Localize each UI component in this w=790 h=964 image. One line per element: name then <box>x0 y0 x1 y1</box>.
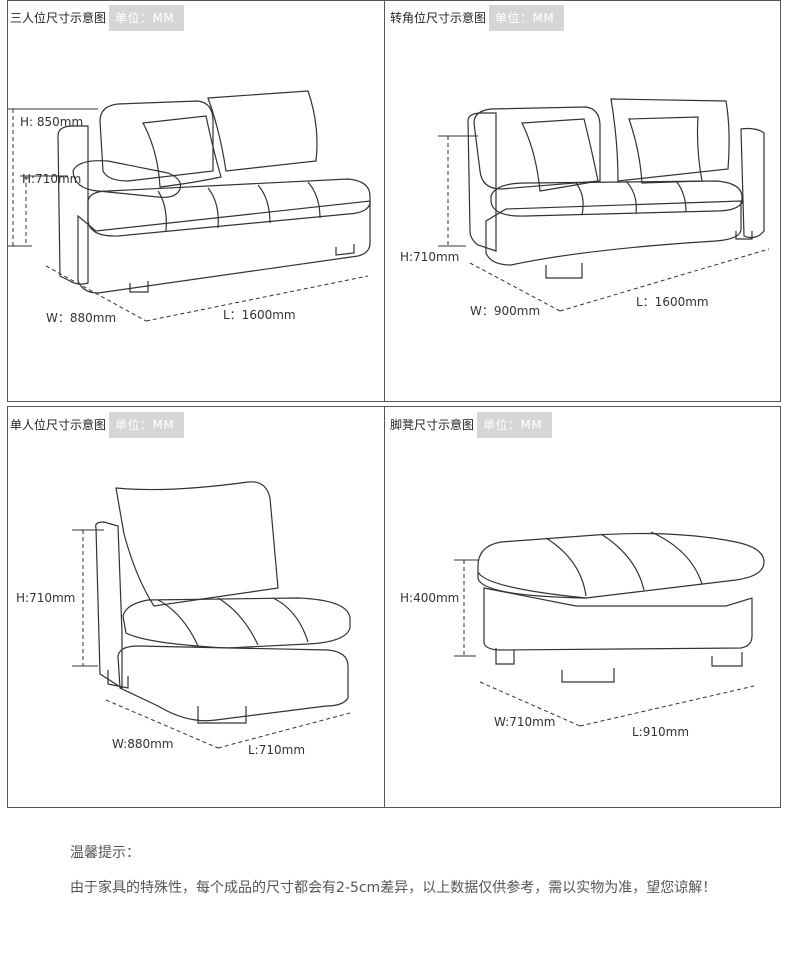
dim-height-850: H: 850mm <box>20 115 83 129</box>
panel-three-seat-header: 三人位尺寸示意图 单位：MM <box>8 5 185 31</box>
dim-length: L：1600mm <box>223 308 296 322</box>
panel-title: 单人位尺寸示意图 <box>8 412 110 438</box>
dim-width: W:880mm <box>112 737 174 751</box>
foot <box>107 670 129 689</box>
panel-single-seat-header: 单人位尺寸示意图 单位：MM <box>8 412 185 438</box>
unit-badge: 单位：MM <box>489 5 565 31</box>
sofa-back <box>473 106 601 190</box>
length-line <box>145 275 369 322</box>
right-arm <box>740 127 765 239</box>
width-line <box>479 681 581 727</box>
foot <box>495 648 515 665</box>
length-line <box>559 248 770 312</box>
dim-length: L:910mm <box>632 725 689 739</box>
seat-cushion <box>490 180 743 217</box>
dim-length: L:710mm <box>248 743 305 757</box>
seat-stitch-lines <box>157 181 321 232</box>
back-pillow <box>207 90 318 172</box>
foot <box>545 263 583 279</box>
tips-body: 由于家具的特殊性，每个成品的尺寸都会有2-5cm差异，以上数据仅供参考，需以实物… <box>70 880 717 896</box>
width-line <box>45 265 147 322</box>
left-post <box>467 112 497 252</box>
dim-width: W：880mm <box>46 311 116 325</box>
width-line <box>469 262 561 312</box>
ottoman-cushion <box>477 532 765 599</box>
front-pillow <box>628 116 703 184</box>
seat-cushion <box>122 597 351 649</box>
panel-corner-header: 转角位尺寸示意图 单位：MM <box>388 5 565 31</box>
foot <box>335 244 355 256</box>
dim-width: W:710mm <box>494 715 556 729</box>
seat-stitch-lines <box>157 597 309 647</box>
panel-title: 转角位尺寸示意图 <box>388 5 490 31</box>
ottoman-diagram: H:400mm W:710mm L:910mm <box>400 531 765 739</box>
dim-height-710: H:710mm <box>22 172 81 186</box>
back-pillow <box>610 98 730 182</box>
panel-title: 三人位尺寸示意图 <box>8 5 110 31</box>
dim-height: H:710mm <box>400 250 459 264</box>
three-seat-sofa-diagram: H: 850mm H:710mm W：880mm L：1600mm <box>8 90 371 325</box>
unit-badge: 单位：MM <box>109 412 185 438</box>
cushion-stitch-lines <box>545 531 703 597</box>
single-seat-diagram: H:710mm W:880mm L:710mm <box>16 481 351 757</box>
width-line <box>105 699 219 749</box>
panel-title: 脚凳尺寸示意图 <box>388 412 478 438</box>
panel-ottoman-header: 脚凳尺寸示意图 单位：MM <box>388 412 553 438</box>
dim-length: L：1600mm <box>636 295 709 309</box>
horizontal-divider <box>7 401 781 407</box>
arm-roll <box>72 160 182 198</box>
unit-badge: 单位：MM <box>477 412 553 438</box>
back-pillow <box>115 481 279 607</box>
ottoman-base <box>483 587 753 651</box>
foot <box>711 652 743 667</box>
dim-width: W：900mm <box>470 304 540 318</box>
front-pillow <box>142 115 222 188</box>
unit-badge: 单位：MM <box>109 5 185 31</box>
dim-height: H:400mm <box>400 591 459 605</box>
length-line <box>217 712 351 749</box>
cushion-piping <box>477 571 587 599</box>
dim-height: H:710mm <box>16 591 75 605</box>
front-pillow <box>521 118 599 192</box>
sofa-base <box>77 200 371 294</box>
foot <box>129 281 149 293</box>
sofa-base <box>117 645 349 722</box>
foot <box>561 668 615 683</box>
sofa-base <box>485 200 742 266</box>
tips-title: 温馨提示： <box>70 845 140 861</box>
left-side <box>95 521 123 690</box>
left-arm <box>57 125 89 285</box>
foot <box>197 706 247 724</box>
foot <box>735 231 753 240</box>
length-line <box>579 685 755 727</box>
sofa-back <box>99 100 214 182</box>
corner-sofa-diagram: H:710mm W：900mm L：1600mm <box>400 98 770 318</box>
seat-stitch-lines <box>575 180 687 216</box>
